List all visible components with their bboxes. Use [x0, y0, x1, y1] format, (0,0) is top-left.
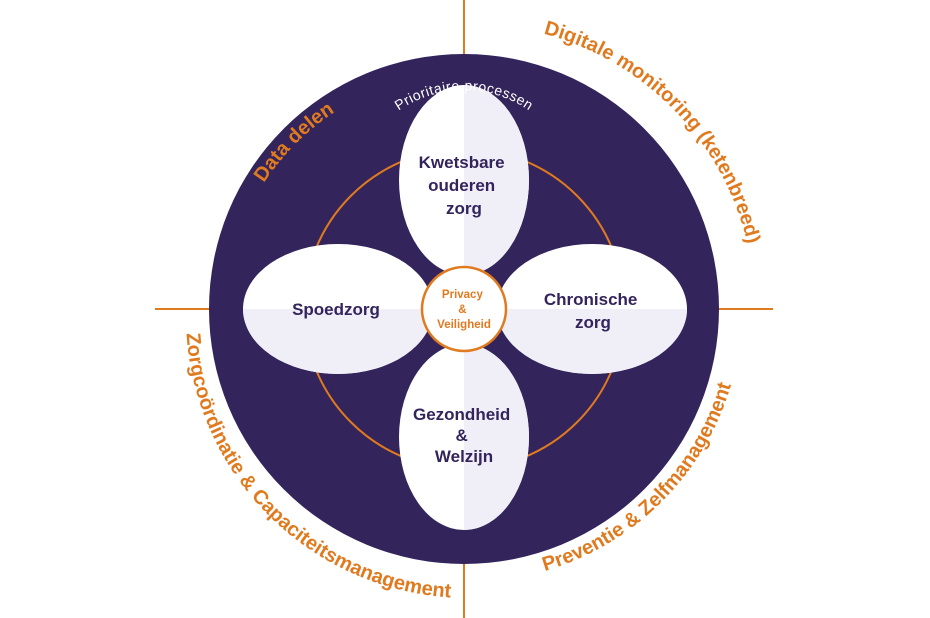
petal-bottom-label: Gezondheid & Welzijn [413, 405, 515, 466]
petal-right [497, 244, 687, 374]
center-label: Privacy & Veiligheid [437, 289, 491, 331]
petal-left [243, 244, 433, 374]
petal-right-label: Chronische zorg [544, 290, 642, 332]
petal-left-label: Spoedzorg [292, 300, 380, 319]
petal-bottom [399, 344, 529, 530]
center-circle [420, 265, 508, 353]
petal-top-label: Kwetsbare ouderen zorg [419, 153, 510, 218]
petal-top [399, 85, 529, 275]
